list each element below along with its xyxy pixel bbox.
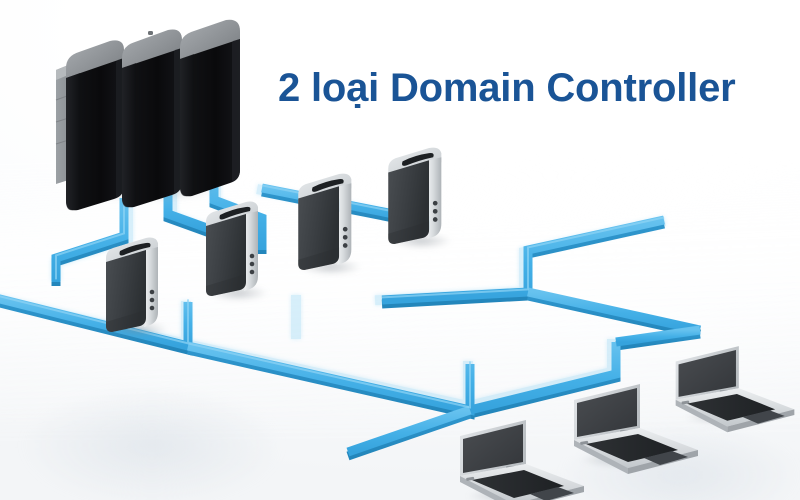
pc-indicator-lights — [342, 226, 348, 248]
server-tower-2 — [122, 29, 182, 208]
floor-corner-shade-left — [0, 360, 336, 500]
desktop-pc-3 — [292, 172, 378, 270]
laptop-screen — [460, 420, 526, 476]
laptop-screen — [574, 384, 640, 440]
pc-indicator-lights — [249, 253, 255, 275]
desktop-pc-1 — [100, 236, 184, 332]
pc-indicator-lights — [149, 289, 155, 311]
server-rack — [44, 18, 244, 218]
laptop-2 — [566, 382, 706, 486]
laptop-screen — [675, 346, 739, 400]
page-title: 2 loại Domain Controller — [278, 66, 736, 110]
laptop-keyboard-deck — [675, 388, 795, 433]
pc-indicator-lights — [432, 200, 438, 222]
laptop-3 — [668, 344, 800, 444]
server-tower-3 — [180, 19, 240, 197]
desktop-pc-4 — [382, 146, 468, 244]
desktop-pc-2 — [200, 200, 284, 296]
laptop-keyboard-deck — [574, 428, 698, 474]
server-tower-1 — [66, 40, 124, 211]
laptop-keyboard-deck — [460, 464, 584, 500]
laptop-1 — [452, 418, 592, 500]
